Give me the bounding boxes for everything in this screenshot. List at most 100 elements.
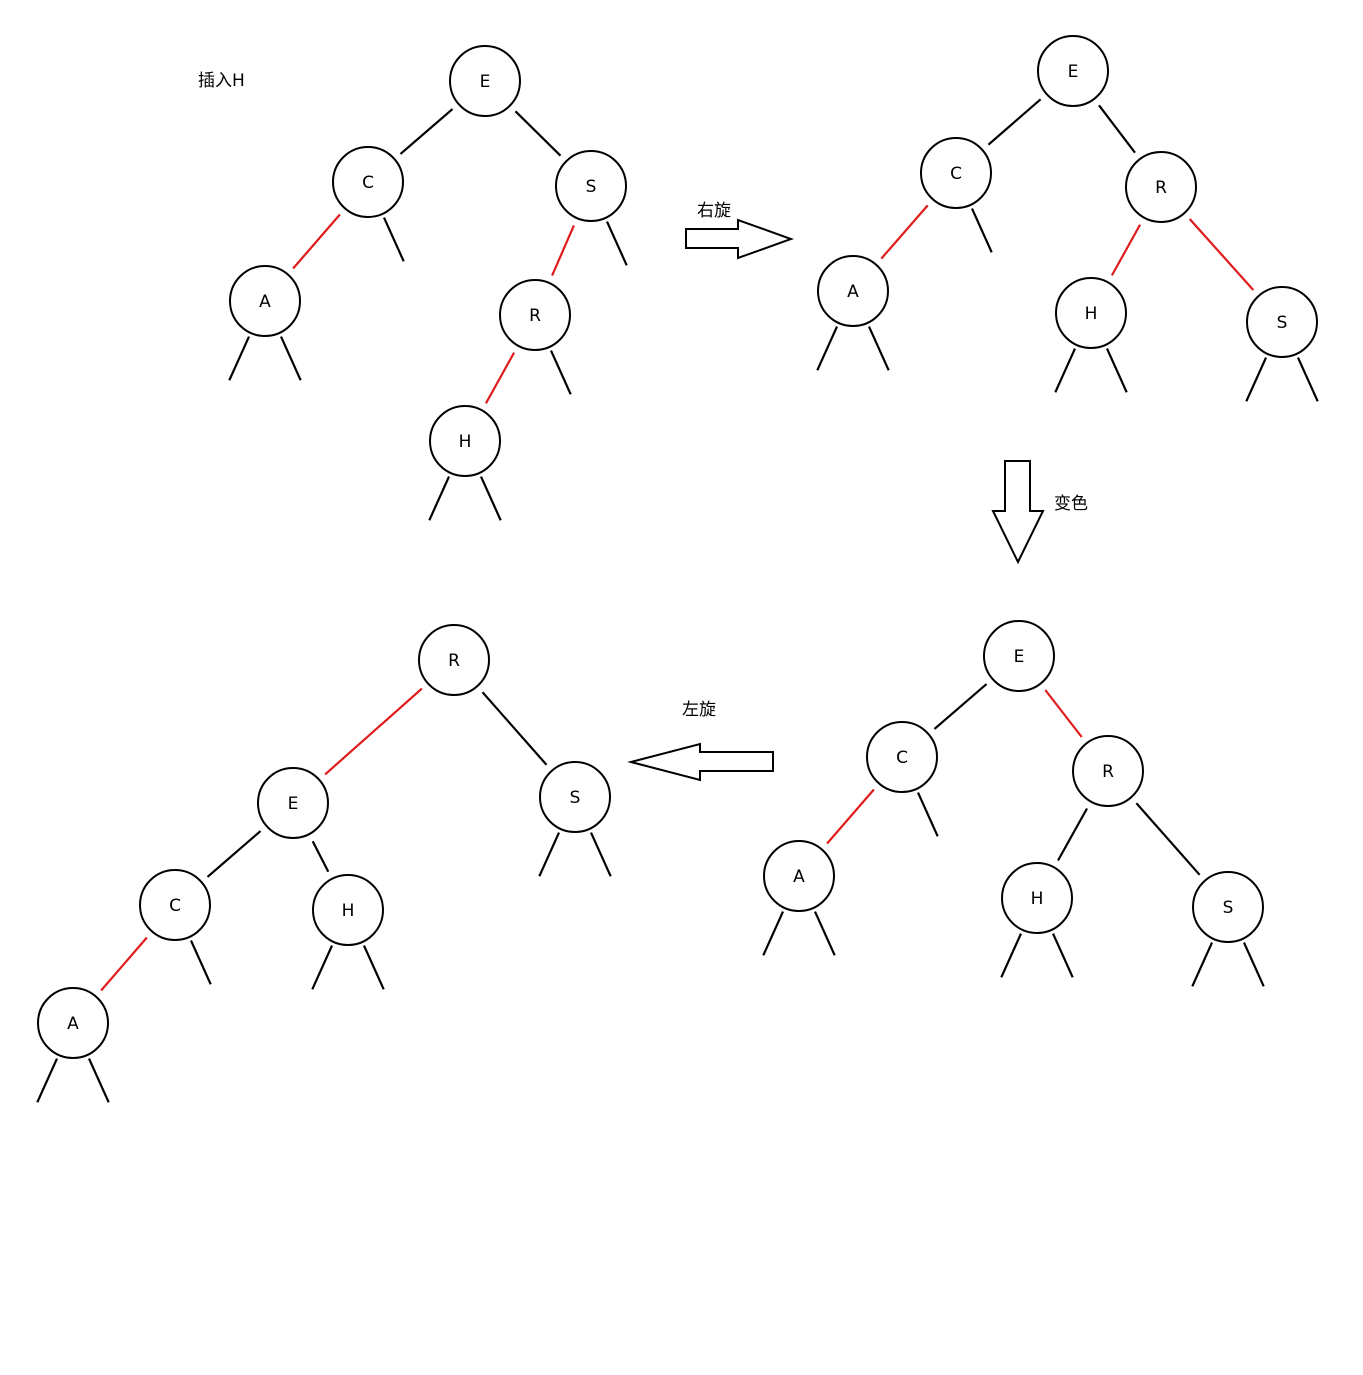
black-link-nil-S (1245, 357, 1268, 402)
red-link-E (1044, 689, 1083, 738)
node-label-R: R (1102, 762, 1114, 782)
black-link-nil-S (538, 832, 561, 877)
black-link-E (933, 683, 988, 730)
edges (228, 108, 628, 521)
node-circle-R (1072, 735, 1144, 807)
node-circle-S (555, 150, 627, 222)
red-link-C (880, 204, 929, 260)
edges (816, 98, 1319, 402)
node-label-A: A (793, 867, 805, 887)
edges (762, 683, 1265, 987)
node-label-C: C (950, 164, 962, 184)
node-label-C: C (362, 173, 374, 193)
black-link-nil-H (1000, 933, 1023, 978)
node-label-H: H (342, 901, 355, 921)
red-link-R (1188, 218, 1255, 291)
black-link-R (1135, 802, 1201, 876)
right-arrow-icon (685, 218, 794, 260)
node-label-E: E (1014, 647, 1025, 667)
down-arrow-icon (991, 460, 1045, 565)
node-label-S: S (1223, 898, 1234, 918)
node-circle-E (449, 45, 521, 117)
black-link-R (1057, 807, 1088, 862)
black-link-E (987, 98, 1042, 146)
node-circle-H (312, 874, 384, 946)
node-label-H: H (1085, 304, 1098, 324)
black-link-nil-S (1296, 357, 1319, 402)
black-link-nil-H (362, 945, 385, 990)
node-label-E: E (480, 72, 491, 92)
black-link-nil-H (311, 945, 334, 990)
black-link-nil-H (479, 476, 502, 521)
node-circle-R (499, 279, 571, 351)
black-link-nil-A (87, 1058, 110, 1103)
red-link-R (324, 687, 423, 776)
node-label-A: A (259, 292, 271, 312)
node-label-E: E (288, 794, 299, 814)
node-circle-H (1055, 277, 1127, 349)
node-circle-H (429, 405, 501, 477)
node-circle-S (539, 761, 611, 833)
black-link-nil-H (1051, 933, 1074, 978)
black-link-nil-A (762, 911, 785, 956)
node-circle-R (418, 624, 490, 696)
red-link-R (484, 352, 516, 404)
red-link-C (292, 213, 341, 270)
red-link-C (826, 788, 875, 845)
node-label-R: R (448, 651, 460, 671)
edges (36, 687, 612, 1103)
caption-insert-h: 插入H (198, 71, 245, 91)
black-link-nil-C (189, 940, 212, 985)
node-circle-A (37, 987, 109, 1059)
black-link-nil-S (589, 832, 612, 877)
black-link-nil-H (1105, 348, 1128, 393)
node-circle-R (1125, 151, 1197, 223)
node-label-R: R (1155, 178, 1167, 198)
black-link-nil-C (916, 792, 939, 837)
node-circle-E (983, 620, 1055, 692)
black-link-nil-S (1191, 942, 1214, 987)
red-link-R (1110, 224, 1142, 276)
black-link-E (206, 830, 262, 878)
left-arrow-icon (627, 742, 774, 782)
node-circle-C (332, 146, 404, 218)
black-link-nil-A (867, 326, 890, 371)
black-link-nil-S (605, 221, 628, 266)
node-circle-H (1001, 862, 1073, 934)
node-label-A: A (67, 1014, 79, 1034)
caption-rotate-right: 右旋 (697, 201, 731, 221)
black-link-nil-A (228, 336, 251, 381)
black-link-E (399, 108, 454, 155)
node-circle-C (866, 721, 938, 793)
node-label-C: C (896, 748, 908, 768)
node-circle-A (817, 255, 889, 327)
black-link-nil-H (428, 476, 451, 521)
node-label-S: S (586, 177, 597, 197)
node-circle-C (920, 137, 992, 209)
black-link-nil-A (36, 1058, 59, 1103)
black-link-E (1098, 104, 1136, 154)
black-link-nil-A (816, 326, 839, 371)
node-circle-A (229, 265, 301, 337)
node-label-S: S (570, 788, 581, 808)
black-link-nil-S (1242, 942, 1265, 987)
node-circle-E (257, 767, 329, 839)
node-circle-E (1037, 35, 1109, 107)
red-link-C (100, 936, 148, 992)
node-label-S: S (1277, 313, 1288, 333)
node-circle-C (139, 869, 211, 941)
black-link-nil-H (1054, 348, 1077, 393)
black-link-E (311, 840, 330, 873)
node-circle-S (1192, 871, 1264, 943)
black-link-nil-C (970, 208, 993, 253)
caption-rotate-left: 左旋 (682, 700, 716, 720)
red-link-S (551, 224, 575, 277)
